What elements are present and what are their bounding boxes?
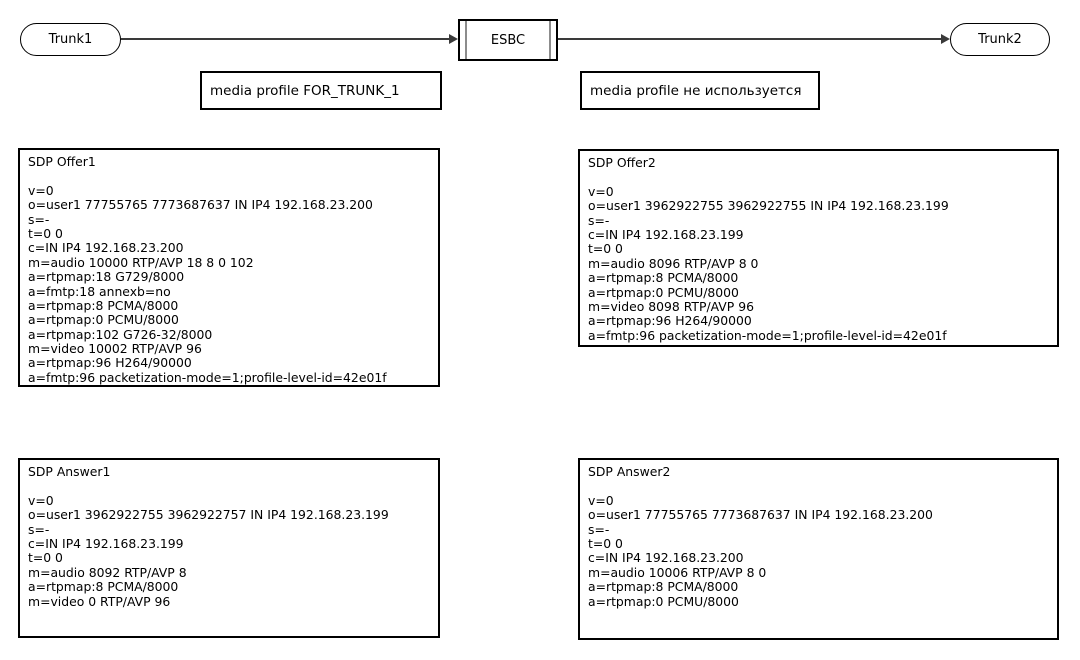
- sdp-line: v=0: [28, 492, 54, 508]
- sdp-line: m=audio 10000 RTP/AVP 18 8 0 102: [28, 254, 254, 270]
- sdp-line: t=0 0: [588, 535, 623, 551]
- connector-trunk1-esbc: [121, 38, 449, 40]
- sdp-line: o=user1 77755765 7773687637 IN IP4 192.1…: [588, 507, 933, 523]
- sdp-line: a=rtpmap:0 PCMU/8000: [28, 312, 179, 328]
- sdp-line: a=rtpmap:102 G726-32/8000: [28, 326, 213, 342]
- sdp-line: o=user1 3962922755 3962922755 IN IP4 192…: [588, 198, 949, 214]
- sdp-line: a=rtpmap:0 PCMU/8000: [588, 284, 739, 300]
- sdp-line: v=0: [28, 182, 54, 198]
- sdp-line: s=-: [28, 211, 50, 227]
- sdp-line: a=rtpmap:96 H264/90000: [28, 355, 192, 371]
- sdp-line: a=fmtp:96 packetization-mode=1;profile-l…: [28, 369, 387, 385]
- sdp-line: m=video 10002 RTP/AVP 96: [28, 341, 202, 357]
- sdp-line: a=rtpmap:8 PCMA/8000: [28, 297, 179, 313]
- node-esbc: ESBC: [458, 19, 558, 61]
- sdp-line: c=IN IP4 192.168.23.199: [588, 226, 744, 242]
- sdp-line: a=rtpmap:8 PCMA/8000: [588, 579, 739, 595]
- sdp-offer2-title: SDP Offer2: [588, 155, 656, 170]
- blank-line: [588, 170, 1049, 184]
- sdp-line: a=rtpmap:18 G729/8000: [28, 269, 185, 285]
- sdp-line: c=IN IP4 192.168.23.200: [28, 240, 184, 256]
- node-trunk1: Trunk1: [20, 23, 121, 56]
- sdp-line: o=user1 3962922755 3962922757 IN IP4 192…: [28, 507, 389, 523]
- node-trunk1-label: Trunk1: [48, 32, 93, 47]
- esbc-right-bar: [549, 21, 551, 59]
- sdp-line: m=video 0 RTP/AVP 96: [28, 593, 171, 609]
- sdp-line: v=0: [588, 492, 614, 508]
- sdp-line: a=fmtp:18 annexb=no: [28, 283, 171, 299]
- sdp-line: s=-: [588, 212, 610, 228]
- sdp-offer1-title: SDP Offer1: [28, 154, 96, 169]
- sdp-line: c=IN IP4 192.168.23.200: [588, 550, 744, 566]
- connector-esbc-trunk2: [558, 38, 942, 40]
- sdp-line: a=rtpmap:8 PCMA/8000: [588, 270, 739, 286]
- sdp-line: s=-: [588, 521, 610, 537]
- sdp-line: t=0 0: [28, 225, 63, 241]
- node-esbc-label: ESBC: [490, 32, 526, 48]
- sdp-line: s=-: [28, 521, 50, 537]
- arrowhead-right-icon: [449, 34, 458, 44]
- esbc-left-bar: [465, 21, 467, 59]
- sdp-line: c=IN IP4 192.168.23.199: [28, 535, 184, 551]
- sdp-line: a=rtpmap:96 H264/90000: [588, 313, 752, 329]
- node-trunk2-label: Trunk2: [978, 32, 1022, 47]
- media-profile-label-right: media profile не используется: [580, 71, 820, 110]
- node-trunk2: Trunk2: [950, 23, 1050, 56]
- sdp-line: a=rtpmap:0 PCMU/8000: [588, 593, 739, 609]
- sdp-line: m=audio 10006 RTP/AVP 8 0: [588, 564, 767, 580]
- sdp-line: m=video 8098 RTP/AVP 96: [588, 298, 754, 314]
- sdp-line: t=0 0: [588, 241, 623, 257]
- sdp-line: a=rtpmap:8 PCMA/8000: [28, 579, 179, 595]
- media-profile-right-text: media profile не используется: [590, 82, 802, 99]
- sdp-line: t=0 0: [28, 550, 63, 566]
- media-profile-label-left: media profile FOR_TRUNK_1: [200, 71, 442, 110]
- blank-line: [28, 169, 430, 183]
- sdp-line: v=0: [588, 183, 614, 199]
- sdp-answer2-title: SDP Answer2: [588, 464, 671, 479]
- sdp-line: m=audio 8092 RTP/AVP 8: [28, 564, 187, 580]
- sdp-line: o=user1 77755765 7773687637 IN IP4 192.1…: [28, 197, 373, 213]
- media-profile-left-text: media profile FOR_TRUNK_1: [210, 82, 400, 99]
- sdp-answer1-title: SDP Answer1: [28, 464, 111, 479]
- sdp-line: a=fmtp:96 packetization-mode=1;profile-l…: [588, 327, 947, 343]
- blank-line: [588, 479, 1049, 493]
- blank-line: [28, 479, 430, 493]
- arrowhead-right-icon: [941, 34, 950, 44]
- sdp-line: m=audio 8096 RTP/AVP 8 0: [588, 255, 759, 271]
